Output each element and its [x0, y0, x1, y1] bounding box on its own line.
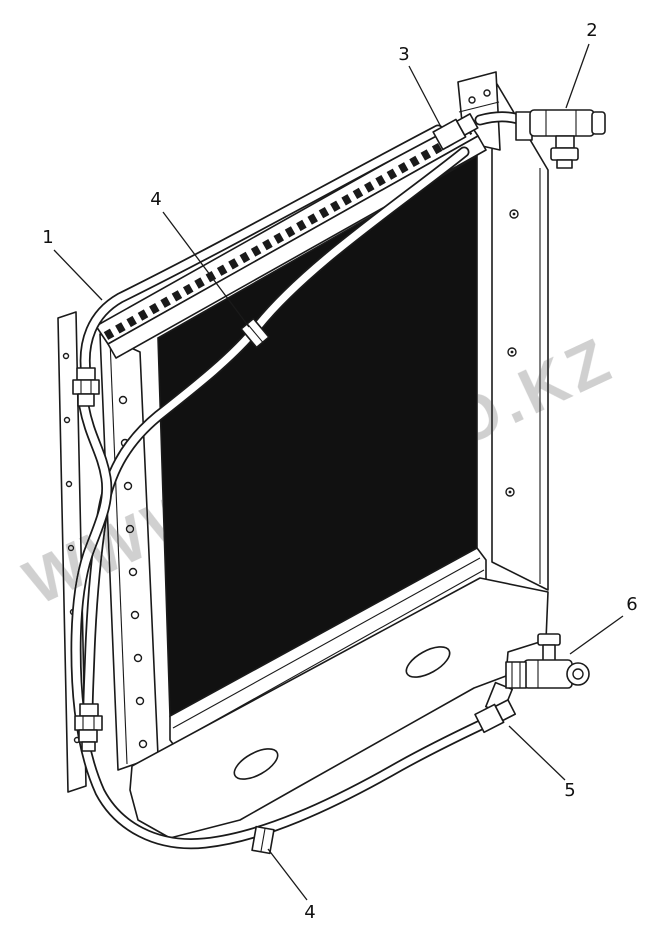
- bolt-hole: [135, 696, 145, 706]
- base-plate: [129, 577, 549, 839]
- rivet-hole: [67, 544, 75, 552]
- callout-3: 3: [398, 44, 409, 65]
- rivet-hole: [65, 480, 73, 488]
- bolt-hole: [138, 739, 148, 749]
- callout-2: 2: [586, 20, 597, 41]
- leader-3: [408, 65, 442, 128]
- top-rail: [95, 117, 487, 359]
- leader-4-top: [162, 211, 250, 328]
- bolt-hole: [468, 96, 476, 104]
- tee-fitting-top: [515, 109, 606, 169]
- rail-perforations: [103, 126, 473, 340]
- bolt-hole: [133, 653, 143, 663]
- leader-2: [565, 43, 590, 109]
- base-slot-hole: [233, 748, 279, 780]
- bolt-hole: [483, 89, 491, 97]
- leader-6: [569, 615, 624, 655]
- bolt-hole: [125, 524, 135, 534]
- bolt-hole: [130, 610, 140, 620]
- callout-1: 1: [42, 227, 53, 248]
- callout-numbers: 1 2 3 4 4 5 6: [42, 20, 637, 923]
- bolt-hole: [123, 481, 133, 491]
- rivet-hole: [63, 416, 71, 424]
- callout-leaders: [53, 43, 624, 901]
- hose-coupling-top: [432, 113, 479, 151]
- callout-5: 5: [564, 780, 575, 801]
- fitting-top-left: [72, 367, 100, 407]
- hose-clamp-bottom: [251, 825, 275, 855]
- leader-5: [508, 725, 566, 781]
- hose-left-return: [82, 146, 470, 716]
- base-slot-hole: [405, 646, 451, 678]
- rivet-hole: [62, 352, 70, 360]
- right-frame-panel: [491, 83, 549, 591]
- bolt-hole: [128, 567, 138, 577]
- bolt-hole: [118, 395, 128, 405]
- fitting-bottom-left: [74, 703, 103, 752]
- hose-bottom-sweep: [70, 400, 493, 850]
- callout-4-top: 4: [150, 189, 161, 210]
- leader-1: [53, 249, 103, 301]
- callout-6: 6: [626, 594, 637, 615]
- leader-4-bottom: [267, 848, 308, 901]
- callout-4-bottom: 4: [304, 902, 315, 923]
- hose-connector-bottom: [474, 699, 517, 734]
- elbow-fitting-bottom: [484, 633, 590, 715]
